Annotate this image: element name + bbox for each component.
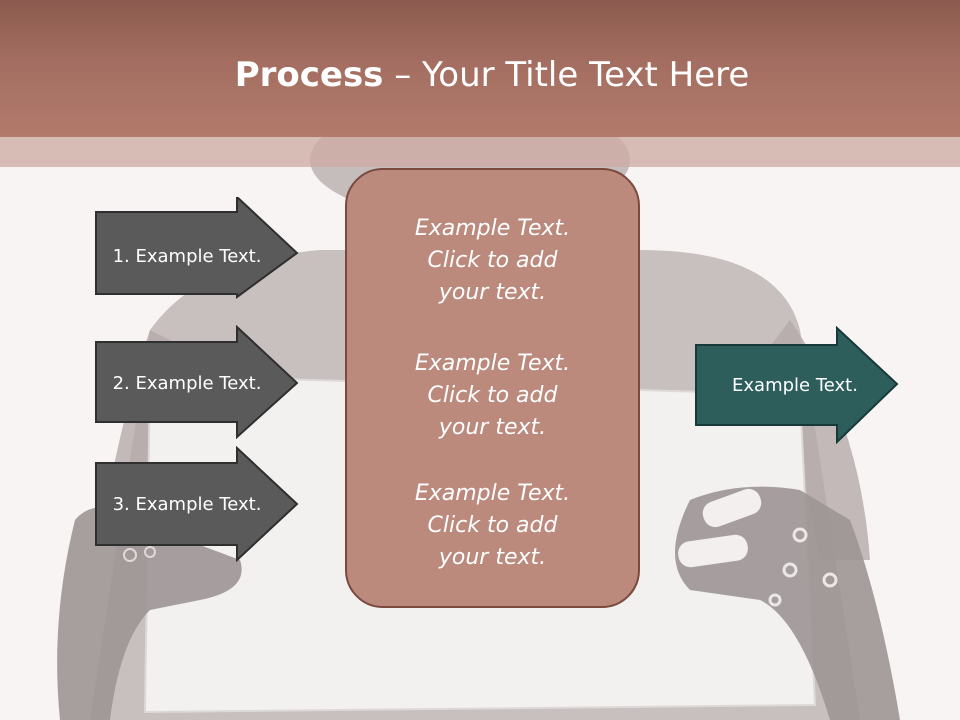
center-text-block-2[interactable]: Example Text. Click to add your text. [345, 348, 640, 444]
center-block-2-line-2: Click to add [427, 383, 558, 408]
title-bar [0, 0, 960, 137]
center-block-3-line-1: Example Text. [414, 481, 571, 506]
left-arrow-1[interactable] [94, 197, 300, 301]
center-block-1-line-2: Click to add [427, 248, 558, 273]
center-text-block-1[interactable]: Example Text. Click to add your text. [345, 213, 640, 309]
center-block-3-line-3: your text. [438, 545, 547, 570]
center-text-block-3[interactable]: Example Text. Click to add your text. [345, 478, 640, 574]
center-block-1-line-1: Example Text. [414, 216, 571, 241]
right-arrow-label: Example Text. [732, 374, 858, 396]
left-arrow-3-label: 3. Example Text. [112, 493, 262, 515]
title-rest-part: – Your Title Text Here [383, 55, 750, 95]
center-block-1-line-3: your text. [438, 280, 547, 305]
left-arrow-1-label: 1. Example Text. [112, 245, 262, 267]
center-block-2-line-3: your text. [438, 415, 547, 440]
left-arrow-3[interactable] [94, 446, 300, 562]
left-arrow-2-label: 2. Example Text. [112, 372, 262, 394]
center-content-box[interactable] [345, 168, 640, 608]
left-arrow-2[interactable] [94, 325, 300, 439]
right-arrow[interactable] [694, 326, 900, 444]
title-bold-part: Process [234, 55, 384, 95]
center-block-2-line-1: Example Text. [414, 351, 571, 376]
title-accent-strip [0, 137, 960, 167]
center-block-3-line-2: Click to add [427, 513, 558, 538]
slide-title[interactable]: Process – Your Title Text Here [0, 52, 960, 98]
